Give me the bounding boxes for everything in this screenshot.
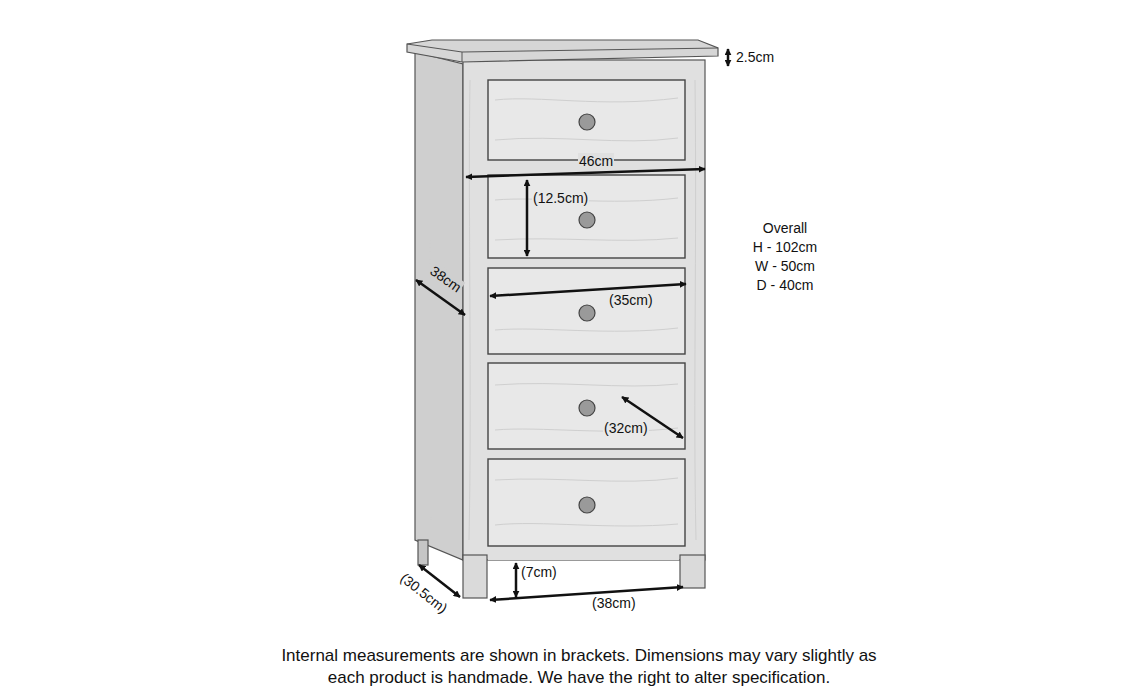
dimension-label: (7cm) xyxy=(521,564,557,580)
drawers xyxy=(488,80,685,546)
dimension-label: (35cm) xyxy=(608,292,654,308)
apron xyxy=(488,555,679,560)
overall-dimension: H - 102cm xyxy=(753,239,818,255)
top-edge xyxy=(407,44,462,52)
dimension-label: (12.5cm) xyxy=(532,190,589,206)
side-panel xyxy=(415,52,463,560)
front-leg xyxy=(680,555,705,588)
dimension-label: 2.5cm xyxy=(736,49,774,65)
dimension-label: 46cm xyxy=(578,153,614,169)
wood-grain xyxy=(430,80,696,540)
top-board xyxy=(407,40,718,62)
overall-dimension: D - 40cm xyxy=(757,277,814,293)
dimension-label: (30.5cm) xyxy=(397,570,450,617)
dimension-arrows xyxy=(416,49,728,600)
dimension-label: (38cm) xyxy=(592,595,636,611)
overall-dimension: W - 50cm xyxy=(755,258,815,274)
top-edge xyxy=(462,48,718,52)
overall-heading: Overall xyxy=(763,220,807,236)
top-edge xyxy=(462,52,463,62)
rear-leg xyxy=(418,540,428,565)
front-leg xyxy=(463,555,487,598)
caption: Internal measurements are shown in brack… xyxy=(272,645,886,689)
dimension-label: (32cm) xyxy=(603,420,649,436)
front-frame xyxy=(463,60,705,560)
